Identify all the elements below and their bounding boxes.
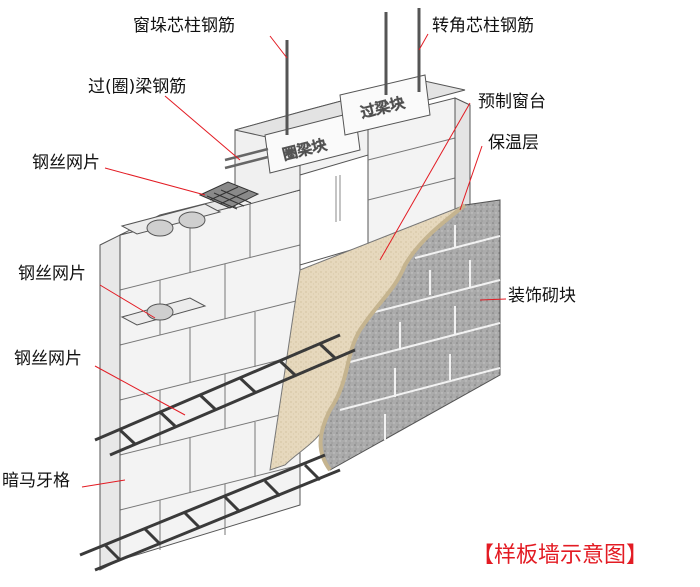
mesh-ladder-lower xyxy=(79,453,341,572)
diagram-title: 【样板墙示意图】 xyxy=(472,543,649,568)
top-mesh xyxy=(198,181,260,210)
label-hidden-toothing: 暗马牙格 xyxy=(2,471,70,491)
label-precast-sill: 预制窗台 xyxy=(478,92,546,112)
mesh-ladder-upper xyxy=(94,333,356,457)
decorative-block-joints xyxy=(339,225,501,440)
hollow-core xyxy=(146,219,174,237)
hollow-core xyxy=(146,303,174,321)
lintel-block xyxy=(339,74,431,136)
label-mesh-3: 钢丝网片 xyxy=(14,349,82,369)
label-window-core-rebar: 窗垛芯柱钢筋 xyxy=(133,16,235,36)
ring-beam-block xyxy=(264,111,361,174)
beam-blocks: 圈梁块 过梁块 xyxy=(264,74,431,174)
block-end-face xyxy=(99,203,222,571)
label-corner-core-rebar: 转角芯柱钢筋 xyxy=(432,16,534,36)
label-ring-beam-rebar: 过(圈)梁钢筋 xyxy=(88,77,187,97)
block-courses xyxy=(119,203,301,550)
label-mesh-1: 钢丝网片 xyxy=(32,153,100,173)
label-mesh-2: 钢丝网片 xyxy=(18,264,86,284)
hollow-core xyxy=(178,211,206,229)
label-decorative-block: 装饰砌块 xyxy=(508,286,576,306)
right-pier xyxy=(367,97,471,246)
wall-front-face xyxy=(119,189,301,561)
leader-lines xyxy=(81,33,507,488)
label-insulation: 保温层 xyxy=(488,133,539,153)
mortar-edge xyxy=(318,203,467,472)
ring-beam-rebar xyxy=(224,147,269,170)
